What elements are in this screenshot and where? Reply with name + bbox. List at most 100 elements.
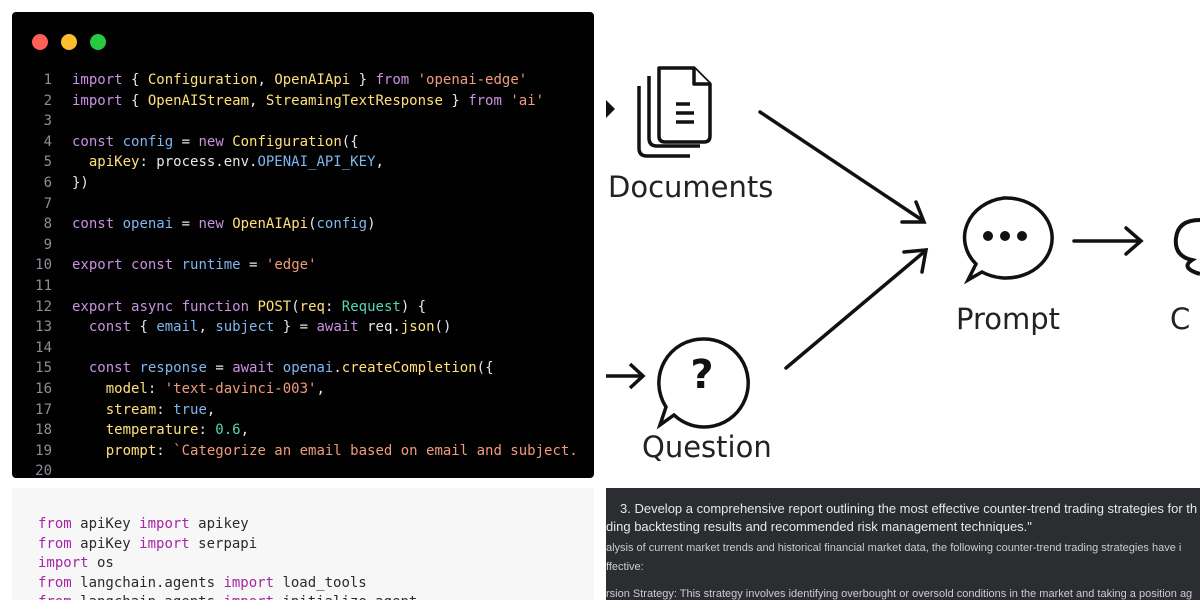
code-token: stream xyxy=(105,401,157,418)
code-token: 'openai-edge' xyxy=(417,72,528,88)
python-token: apiKey xyxy=(71,516,140,532)
line-number: 9 xyxy=(43,236,52,253)
code-line: 11 xyxy=(12,276,594,297)
code-token xyxy=(72,381,106,397)
chat-answer-line-3: rsion Strategy: This strategy involves i… xyxy=(606,588,1193,600)
code-token xyxy=(72,319,89,335)
code-text xyxy=(52,338,72,359)
code-line: 15 const response = await openai.createC… xyxy=(12,358,594,379)
code-token: OpenAIApi xyxy=(274,72,351,88)
minimize-window-button[interactable] xyxy=(61,34,77,50)
python-token: os xyxy=(88,555,114,572)
code-line: 16 model: 'text-davinci-003', xyxy=(12,379,594,400)
code-token xyxy=(224,134,232,150)
code-line: 5 apiKey: process.env.OPENAI_API_KEY, xyxy=(12,152,594,173)
code-text xyxy=(52,276,72,297)
code-token: OpenAIStream xyxy=(147,92,250,109)
line-number: 19 xyxy=(35,442,52,459)
code-token xyxy=(72,443,106,459)
code-line: 7 xyxy=(12,194,594,215)
code-token: ( xyxy=(308,216,317,233)
code-token: 'edge' xyxy=(265,257,317,274)
chat-answer-line-2: ffective: xyxy=(606,561,644,573)
code-token: await xyxy=(316,319,359,336)
incoming-arrow-bottom xyxy=(606,362,646,390)
code-token xyxy=(224,216,232,232)
code-token: config xyxy=(316,216,368,233)
python-token: import xyxy=(38,555,89,572)
code-token xyxy=(114,134,122,150)
code-text: temperature: 0.6, xyxy=(52,420,249,441)
code-token: new xyxy=(198,133,224,150)
python-line: import os xyxy=(38,554,417,574)
code-token: const xyxy=(88,319,132,336)
code-token: const xyxy=(72,133,115,150)
code-token: req xyxy=(299,298,325,315)
code-token: 0.6 xyxy=(215,422,241,439)
code-token: const xyxy=(88,360,132,377)
python-token: load_tools xyxy=(274,574,367,591)
line-number: 17 xyxy=(35,401,52,418)
maximize-window-button[interactable] xyxy=(90,34,106,50)
code-token: } xyxy=(442,92,469,109)
python-token: from xyxy=(38,594,72,600)
python-token: initialize_agent xyxy=(274,594,417,600)
code-text: const { email, subject } = await req.jso… xyxy=(52,317,452,338)
line-number: 4 xyxy=(43,133,52,150)
code-token: : xyxy=(198,422,216,439)
code-token: . xyxy=(333,360,342,377)
code-token: const xyxy=(131,257,174,274)
code-token: openai xyxy=(282,360,334,377)
python-token: apikey xyxy=(189,516,249,532)
code-token: OpenAIApi xyxy=(232,216,309,233)
code-token xyxy=(409,72,417,88)
code-token xyxy=(274,360,282,376)
prompt-dot-2 xyxy=(1000,231,1010,241)
python-token: import xyxy=(223,594,274,600)
line-number: 20 xyxy=(35,463,52,478)
code-token: POST xyxy=(257,298,292,315)
line-number: 11 xyxy=(35,277,52,294)
code-line: 13 const { email, subject } = await req.… xyxy=(12,317,594,338)
line-number: 3 xyxy=(43,113,52,130)
line-number: 10 xyxy=(35,257,52,274)
code-text xyxy=(52,111,72,132)
window-controls xyxy=(32,34,106,50)
python-line: from apiKey import apikey xyxy=(38,515,417,535)
code-token: config xyxy=(122,133,174,150)
question-to-prompt-arrow xyxy=(784,248,929,370)
code-token: OPENAI_API_KEY xyxy=(257,154,376,171)
line-number: 7 xyxy=(43,195,52,212)
code-token: export xyxy=(72,257,123,274)
chat-answer-line-1: alysis of current market trends and hist… xyxy=(606,542,1182,554)
code-token: response xyxy=(139,360,207,377)
code-text: apiKey: process.env.OPENAI_API_KEY, xyxy=(52,152,384,173)
code-text: model: 'text-davinci-003', xyxy=(52,379,325,400)
code-line: 17 stream: true, xyxy=(12,400,594,421)
code-token: ) { xyxy=(400,298,427,315)
close-window-button[interactable] xyxy=(32,34,48,50)
line-number: 14 xyxy=(35,339,52,356)
code-token: { xyxy=(122,92,148,109)
code-text xyxy=(52,194,72,215)
code-token: model xyxy=(105,380,148,397)
code-token: from xyxy=(375,72,410,88)
code-token: req. xyxy=(358,319,401,336)
documents-icon xyxy=(637,66,712,158)
line-number: 2 xyxy=(43,92,52,109)
code-text: export async function POST(req: Request)… xyxy=(52,297,426,318)
code-token: , xyxy=(375,154,384,171)
code-token: 'text-davinci-003' xyxy=(164,380,317,397)
code-token: subject xyxy=(215,319,275,336)
code-token xyxy=(72,422,106,438)
line-number: 5 xyxy=(43,154,52,171)
